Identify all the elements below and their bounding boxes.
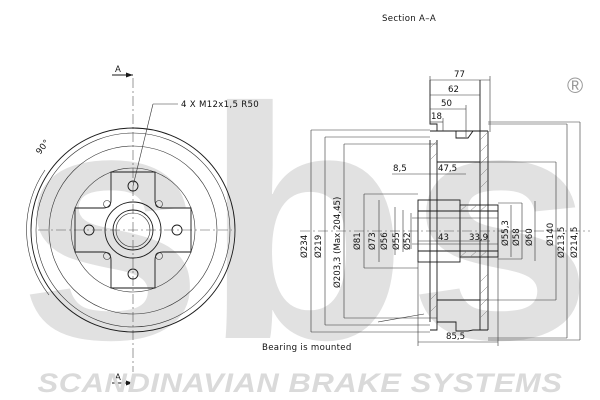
section-marker-top: A <box>115 65 121 75</box>
dim-85-5: 85,5 <box>446 332 465 342</box>
dim-50: 50 <box>441 99 452 109</box>
bolt-callout-text: 4 X M12x1,5 R50 <box>181 100 259 110</box>
bolt-hole-bottom <box>127 268 139 280</box>
registered-mark: ® <box>567 73 583 98</box>
left-diameters: Ø234 Ø219 Ø203,3 (Max 204,45) Ø81 Ø73 Ø5… <box>299 197 413 288</box>
bolt-hole-right <box>171 224 183 236</box>
hub-flange-circle <box>70 167 196 293</box>
right-diameter-lines <box>480 121 581 341</box>
dim-77: 77 <box>454 70 465 80</box>
top-dimensions: 77 62 50 18 <box>429 70 491 137</box>
dia-234: Ø234 <box>299 235 310 258</box>
inner-dimensions: 8,5 47,5 43 33,9 <box>392 164 490 243</box>
hub-spigot <box>459 204 499 258</box>
dia-73: Ø73 <box>367 232 378 250</box>
drum-outer-circle <box>30 127 236 333</box>
drum-inner-circle <box>48 145 218 315</box>
section-arrowhead-top <box>126 72 133 78</box>
dia-55-3: Ø55,3 <box>500 220 511 246</box>
center-bore-inner-circle <box>115 212 151 248</box>
dia-58: Ø58 <box>511 228 522 246</box>
dim-33-9: 33,9 <box>469 233 488 243</box>
bolt-callout-leader <box>132 103 154 187</box>
angle-arc <box>26 169 50 296</box>
pilot-hole-3 <box>155 200 163 208</box>
front-view: A A 90° 4 X M12x1,5 R50 <box>26 65 259 386</box>
bolt-hole-left <box>83 224 95 236</box>
center-bore-circle <box>112 209 154 251</box>
dim-47-5: 47,5 <box>438 164 457 174</box>
section-marker-bottom: A <box>115 373 121 383</box>
dia-203-3: Ø203,3 (Max 204,45) <box>332 197 343 288</box>
bearing-note: Bearing is mounted <box>262 343 352 353</box>
drum-profile-bottom-outline <box>430 321 488 332</box>
brand-name: SCANDINAVIAN BRAKE SYSTEMS <box>38 368 563 398</box>
dia-60: Ø60 <box>524 228 535 246</box>
right-diameters: Ø55,3 Ø58 Ø60 Ø140 Ø213,5 Ø214,5 <box>500 220 580 258</box>
bearing-outer-circle <box>104 201 162 259</box>
dia-214-5: Ø214,5 <box>569 227 580 258</box>
drum-braking-circle <box>35 132 231 328</box>
bearing-note-leader <box>377 313 425 323</box>
dia-219: Ø219 <box>313 235 324 258</box>
left-diameter-lines <box>310 129 437 333</box>
pilot-hole-1 <box>103 200 111 208</box>
section-title: Section A–A <box>382 14 436 24</box>
dia-213-5: Ø213,5 <box>556 227 567 258</box>
section-arrowhead-bottom <box>126 380 133 386</box>
dim-8-5: 8,5 <box>393 164 407 174</box>
pilot-hole-4 <box>103 252 111 260</box>
dia-81: Ø81 <box>352 232 363 250</box>
section-hatching <box>429 131 489 319</box>
dim-43: 43 <box>438 233 449 243</box>
section-view: Section A–A <box>262 14 590 353</box>
dia-52: Ø52 <box>402 232 413 250</box>
pilot-hole-2 <box>155 252 163 260</box>
dia-140: Ø140 <box>545 223 556 246</box>
dim-18: 18 <box>431 112 442 122</box>
bolt-hole-top <box>127 180 139 192</box>
dim-62: 62 <box>448 85 459 95</box>
dia-55: Ø55 <box>391 232 402 250</box>
dia-56: Ø56 <box>379 232 390 250</box>
